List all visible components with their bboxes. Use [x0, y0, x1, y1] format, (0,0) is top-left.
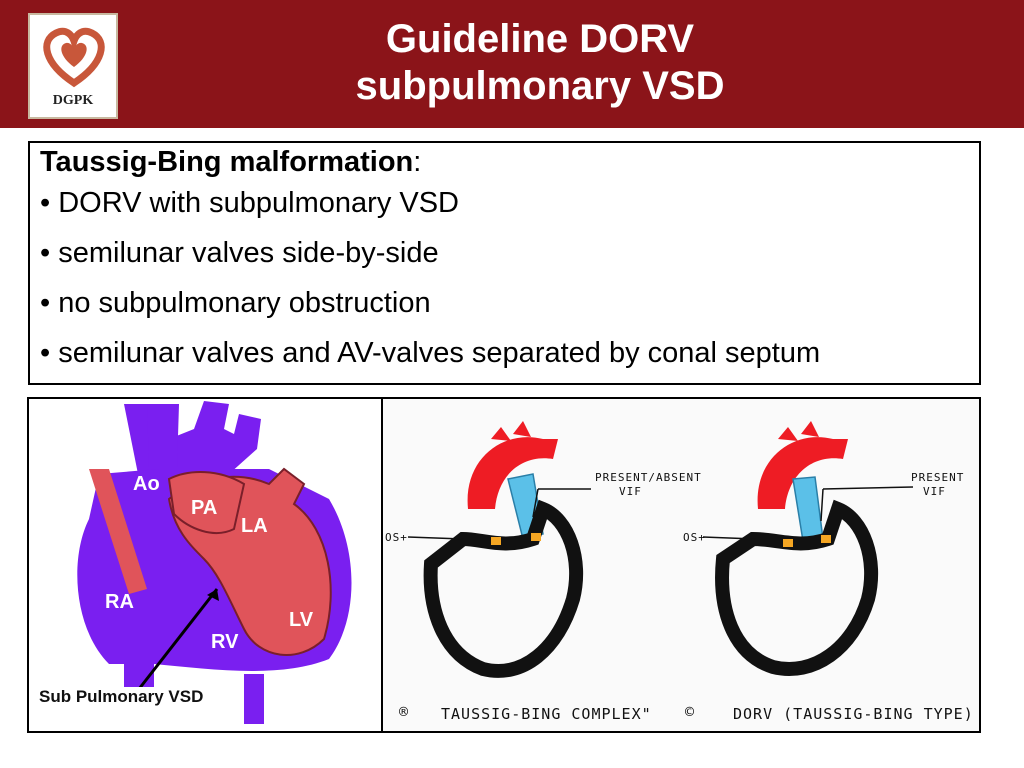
annotation-text: PRESENT: [911, 471, 965, 484]
sketch1-os-label: OS+: [385, 531, 408, 544]
vsd-label: Sub Pulmonary VSD: [37, 687, 206, 707]
sketch2-marker: ©: [685, 703, 696, 721]
sketch2-annotation: PRESENT VIF: [911, 471, 964, 499]
dgpk-logo: DGPK: [28, 13, 118, 119]
bullet-item: • no subpulmonary obstruction: [40, 287, 431, 319]
heart-illustration: Ao PA LA RA RV LV Sub Pulmonary VSD: [29, 399, 381, 731]
slide-header: DGPK Guideline DORV subpulmonary VSD: [0, 0, 1024, 128]
label-lv: LV: [289, 609, 314, 631]
heart-logo-icon: [43, 27, 105, 88]
sketch2-os-label: OS+: [683, 531, 706, 544]
heading-text: Taussig-Bing malformation: [40, 146, 414, 178]
annotation-text: PRESENT/ABSENT: [595, 471, 702, 484]
label-la: LA: [241, 515, 268, 537]
title-line-2: subpulmonary VSD: [355, 64, 725, 108]
logo-text: DGPK: [52, 93, 94, 108]
label-ra: RA: [105, 591, 134, 613]
sketch-dorv: [702, 421, 914, 676]
bullet-item: • semilunar valves side-by-side: [40, 237, 439, 269]
slide-title: Guideline DORV subpulmonary VSD: [180, 16, 900, 110]
annotation-text: VIF: [619, 485, 642, 498]
content-heading: Taussig-Bing malformation:: [40, 146, 969, 178]
title-line-1: Guideline DORV: [385, 17, 695, 61]
diagram-figure: Ao PA LA RA RV LV Sub Pulmonary VSD: [27, 397, 981, 733]
bullet-item: • DORV with subpulmonary VSD: [40, 187, 459, 219]
sketch-taussig-bing: [407, 421, 591, 678]
sketch1-caption: TAUSSIG-BING COMPLEX": [441, 705, 652, 723]
panel-divider: [381, 399, 383, 731]
annotation-text: VIF: [923, 485, 946, 498]
sketch1-marker: ®: [399, 703, 410, 721]
sketch2-caption: DORV (TAUSSIG-BING TYPE): [733, 705, 974, 723]
label-rv: RV: [211, 631, 239, 653]
sketch-diagrams-icon: [407, 421, 914, 678]
sketch1-annotation: PRESENT/ABSENT VIF: [595, 471, 702, 499]
content-box: Taussig-Bing malformation: • DORV with s…: [28, 141, 981, 385]
bullet-item: • semilunar valves and AV-valves separat…: [40, 337, 821, 369]
label-pa: PA: [191, 497, 218, 519]
heart-diagram-icon: [77, 401, 352, 724]
label-ao: Ao: [133, 473, 160, 495]
heading-colon: :: [413, 146, 422, 178]
sketch-panel: PRESENT/ABSENT VIF OS+ ® TAUSSIG-BING CO…: [383, 399, 979, 731]
